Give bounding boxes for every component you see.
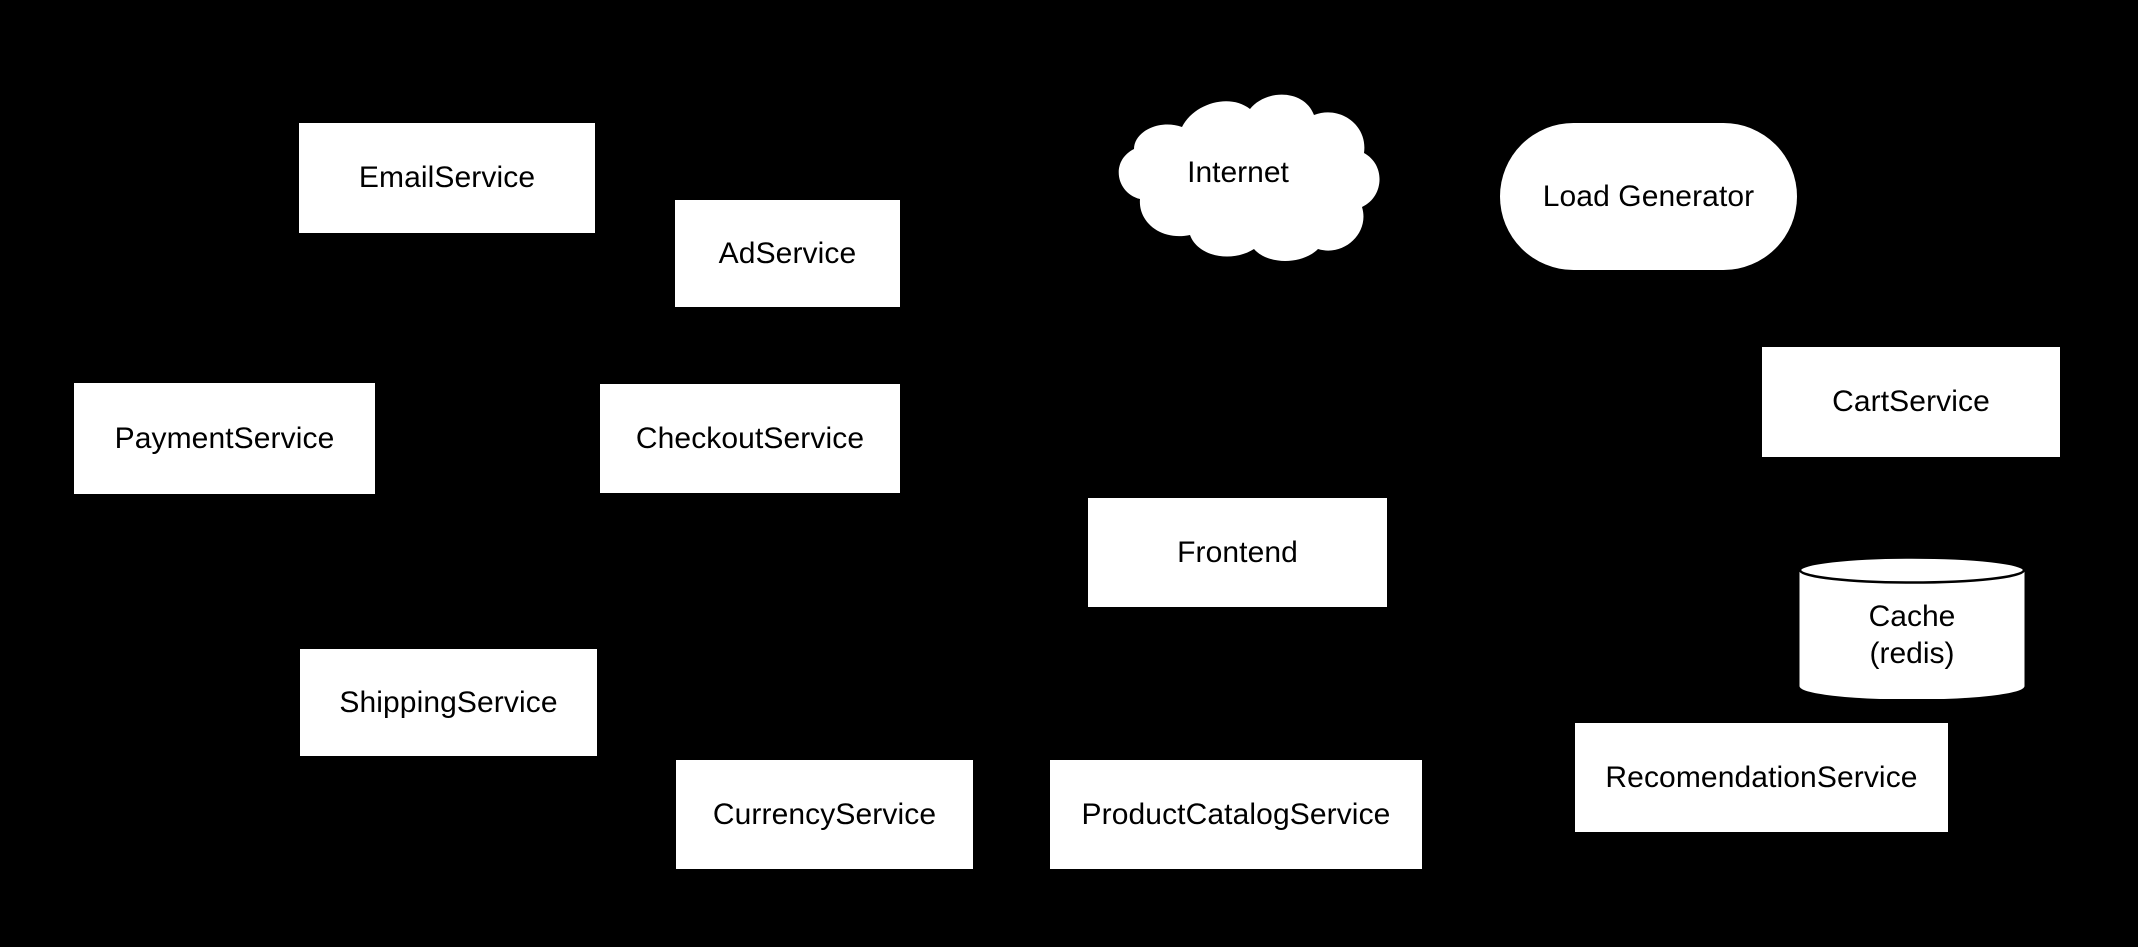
node-label: PaymentService	[114, 421, 335, 455]
node-label: ProductCatalogService	[1081, 797, 1391, 831]
cloud-icon	[1118, 94, 1380, 261]
node-shipping-service[interactable]: ShippingService	[300, 649, 597, 756]
node-internet[interactable]: Internet	[1090, 83, 1386, 263]
node-checkout-service[interactable]: CheckoutService	[600, 384, 900, 493]
node-currency-service[interactable]: CurrencyService	[676, 760, 973, 869]
node-product-catalog-service[interactable]: ProductCatalogService	[1050, 760, 1422, 869]
node-payment-service[interactable]: PaymentService	[74, 383, 375, 494]
node-label: AdService	[718, 236, 857, 270]
node-load-generator[interactable]: Load Generator	[1500, 123, 1797, 270]
node-recomendation-service[interactable]: RecomendationService	[1575, 723, 1948, 832]
node-label: Load Generator	[1542, 179, 1755, 213]
database-cylinder-icon	[1799, 557, 2025, 699]
node-label: CurrencyService	[712, 797, 937, 831]
node-email-service[interactable]: EmailService	[299, 123, 595, 233]
node-label: ShippingService	[339, 685, 558, 719]
node-label: Frontend	[1177, 535, 1298, 569]
node-cart-service[interactable]: CartService	[1762, 347, 2060, 457]
node-label: CartService	[1832, 385, 1990, 419]
node-frontend[interactable]: Frontend	[1088, 498, 1387, 607]
node-ad-service[interactable]: AdService	[675, 200, 900, 307]
node-label: RecomendationService	[1605, 760, 1918, 794]
node-label: EmailService	[358, 161, 536, 195]
node-label: CheckoutService	[635, 421, 865, 455]
node-cache-redis[interactable]: Cache (redis)	[1799, 557, 2025, 699]
